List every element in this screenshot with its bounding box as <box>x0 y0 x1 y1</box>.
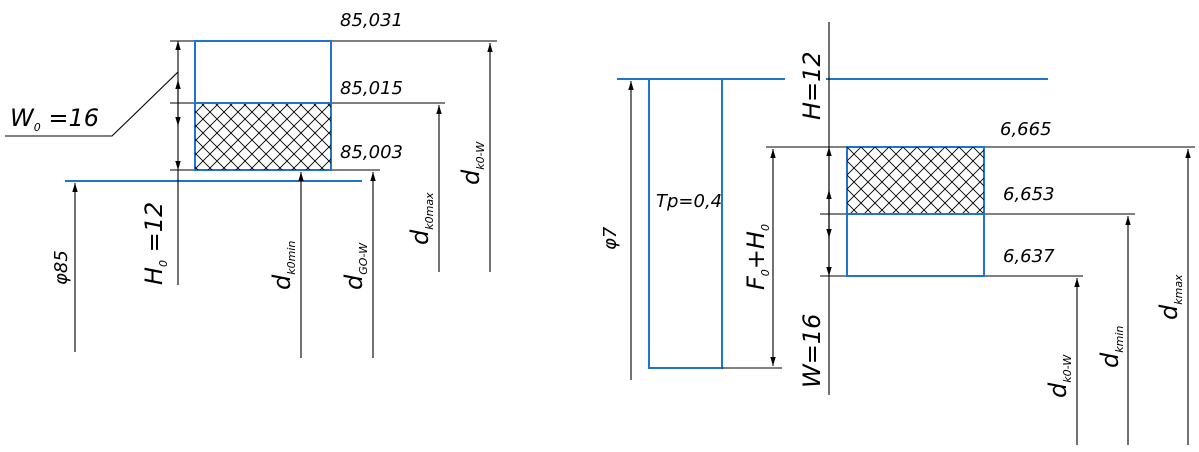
value-85-003: 85,003 <box>340 142 403 163</box>
value-6-665: 6,665 <box>1000 119 1052 140</box>
w0-label: W0 =16 <box>10 104 99 134</box>
h-label: H=12 <box>798 51 826 120</box>
f0h0-label: F0+H0 <box>742 224 772 290</box>
right-diagram: 6,665 6,653 6,637 Tp=0,4 H=12 φ7 F0+H0 W… <box>600 22 1195 445</box>
tp-label: Tp=0,4 <box>656 191 722 212</box>
hatched-wear-zone <box>195 103 331 170</box>
phi85-label: φ85 <box>51 250 72 285</box>
value-85-031: 85,031 <box>340 10 403 31</box>
dk0max-label: dk0max <box>406 192 436 245</box>
value-6-637: 6,637 <box>1003 246 1055 267</box>
w-label: W=16 <box>798 314 826 388</box>
w0-leader <box>5 71 179 137</box>
dkmax-label: dkmax <box>1155 274 1185 320</box>
dk0-w-right-label: dk0-W <box>1044 354 1074 398</box>
phi7-label: φ7 <box>600 226 621 250</box>
value-6-653: 6,653 <box>1003 184 1055 205</box>
h0-label: H0 =12 <box>140 202 170 285</box>
dkmin-label: dkmin <box>1096 326 1126 368</box>
left-diagram: 85,031 85,015 85,003 W0 =16 H0 =12 φ85 d… <box>5 10 497 358</box>
dk0min-label: dk0min <box>268 241 298 290</box>
hatched-zone-right <box>847 147 984 214</box>
dgo-w-label: dGO-W <box>340 242 370 290</box>
tp-box <box>648 78 723 369</box>
dk0-w-left-label: dk0-W <box>457 141 487 185</box>
value-85-015: 85,015 <box>340 78 403 99</box>
